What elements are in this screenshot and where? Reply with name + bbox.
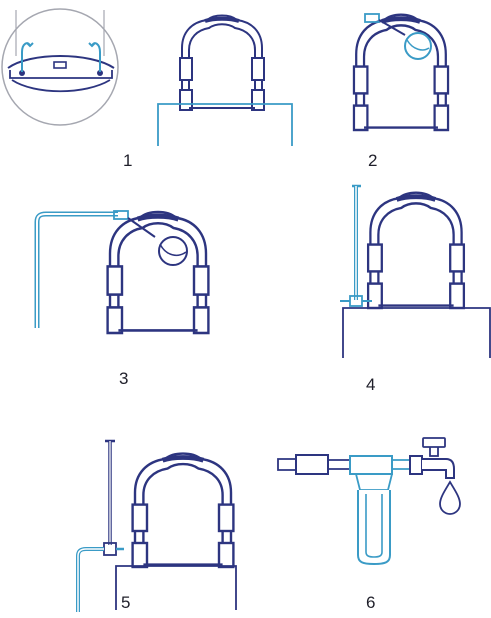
- step-5-label: 5: [121, 593, 131, 612]
- step-4-vertical-pipe: [340, 184, 491, 358]
- step-1-detail-circle: [1, 8, 119, 126]
- step-1-label: 1: [123, 151, 133, 170]
- step-3-label: 3: [119, 369, 129, 388]
- step-6-filter-faucet: [277, 437, 461, 566]
- step-4-label: 4: [366, 375, 376, 394]
- step-1-tank: [157, 13, 293, 146]
- step-5-pipe-connection: [76, 439, 237, 612]
- step-6-label: 6: [366, 593, 376, 612]
- step-3-inlet-pipe: [34, 211, 208, 333]
- step-2-float-valve: [354, 14, 448, 130]
- step-2-label: 2: [368, 151, 378, 170]
